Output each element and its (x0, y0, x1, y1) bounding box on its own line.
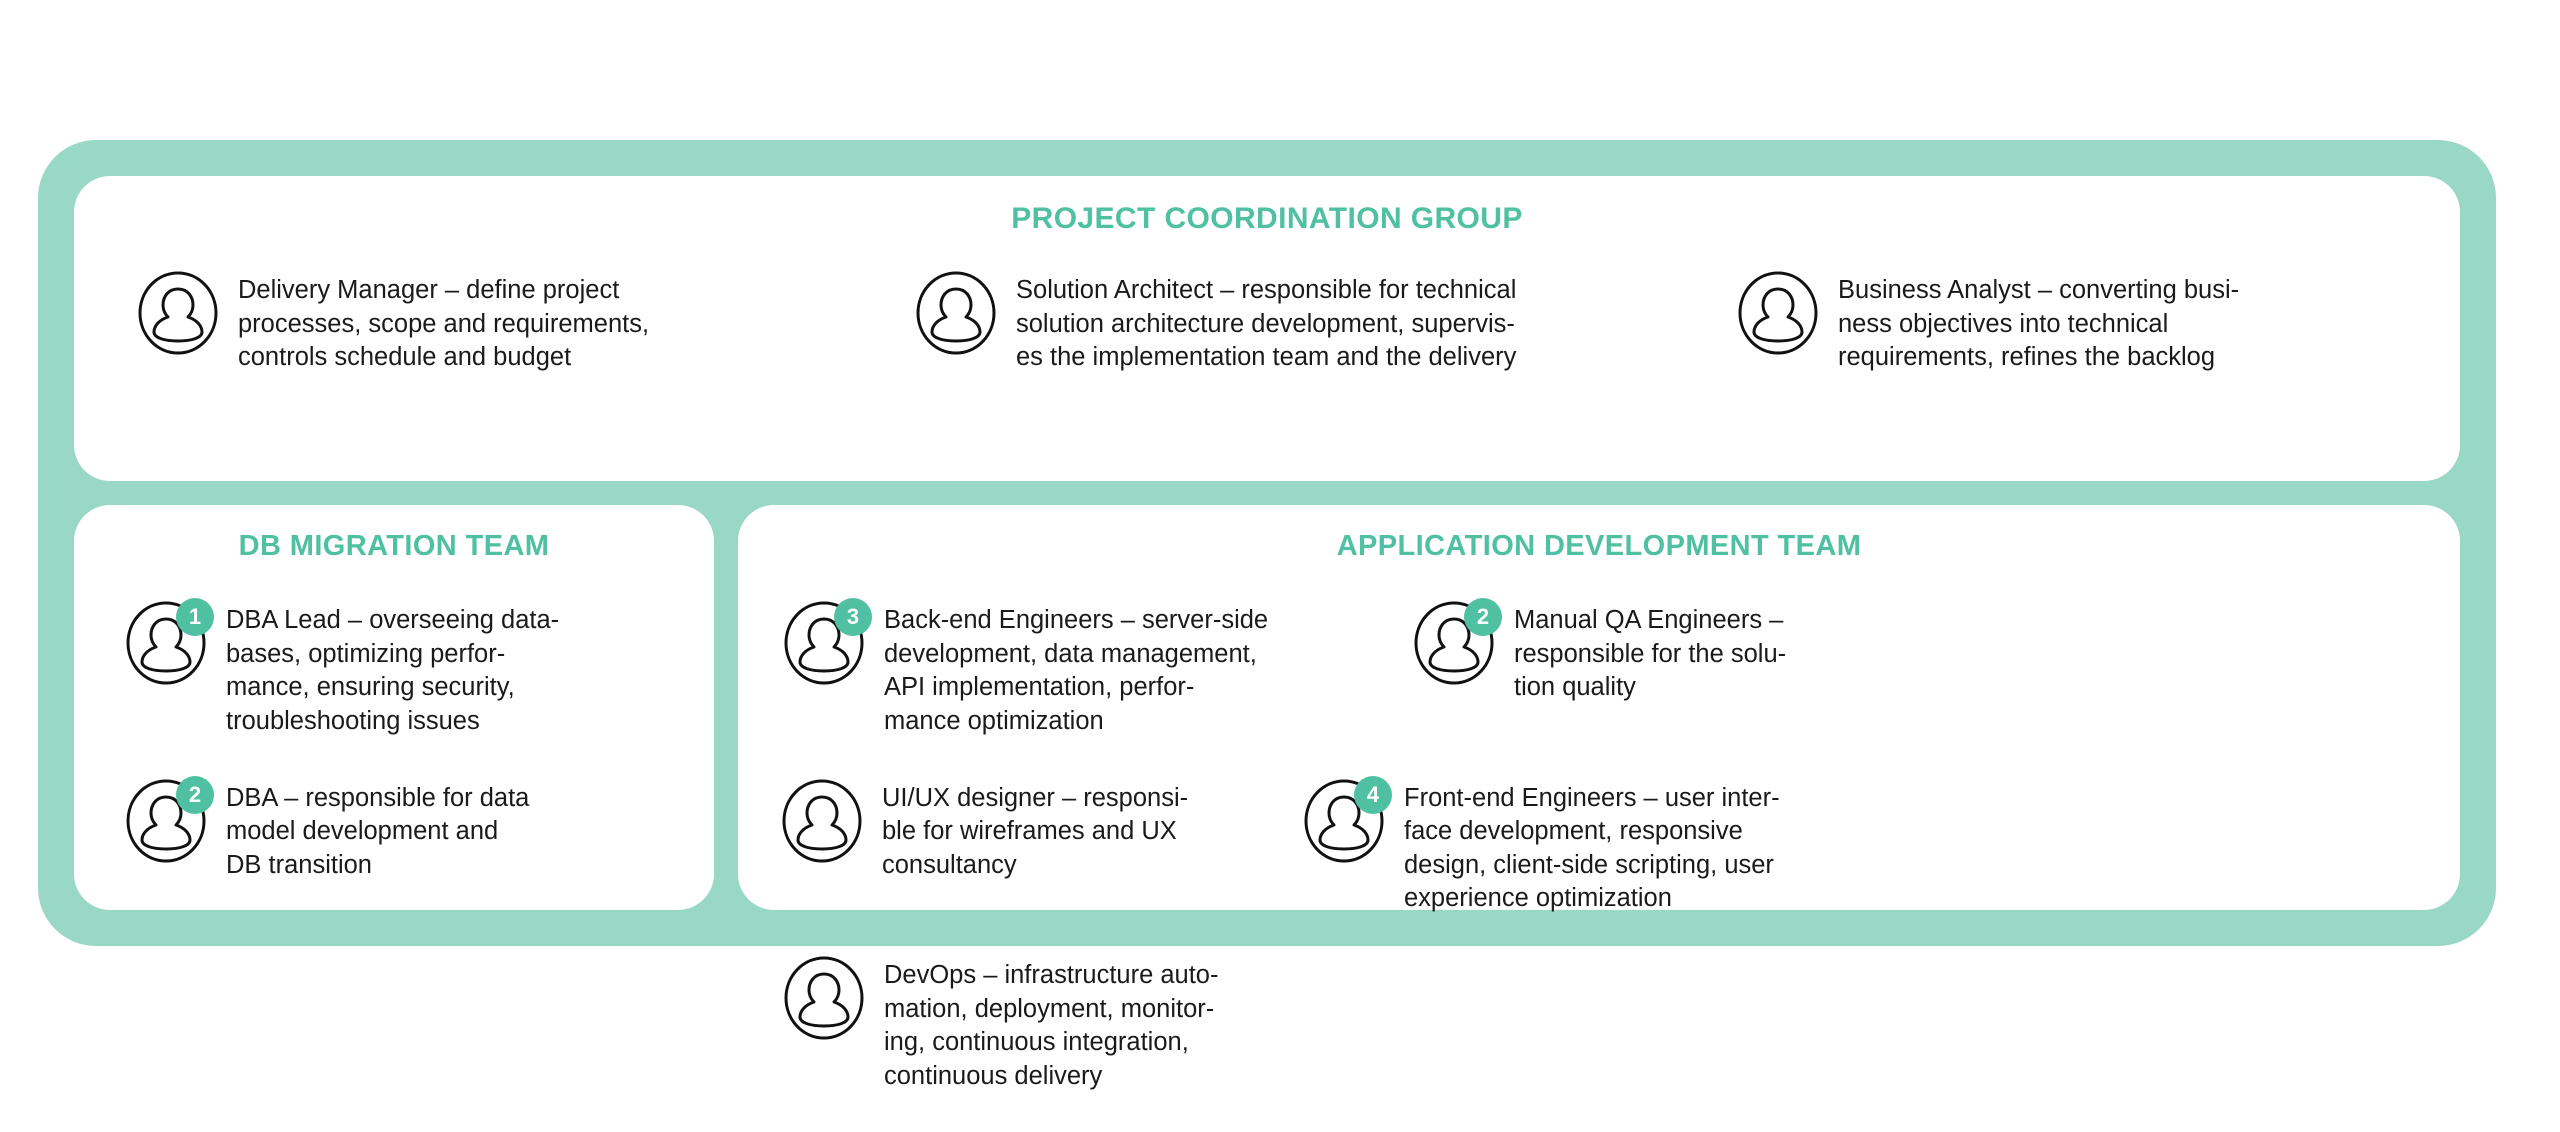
role-solution-architect: Solution Architect – responsible for tec… (894, 269, 1714, 375)
db-migration-team-title: DB MIGRATION TEAM (238, 530, 550, 562)
headcount-badge: 1 (176, 597, 214, 636)
role-slot-empty (1307, 954, 1827, 1094)
user-avatar-icon (1734, 269, 1822, 357)
user-avatar-icon: 4 (1300, 775, 1392, 865)
org-chart-canvas: PROJECT COORDINATION GROUP Delivery Mana… (38, 140, 2496, 1091)
role-description: Delivery Manager – define project proces… (238, 276, 650, 372)
project-coordination-group-title: PROJECT COORDINATION GROUP (1011, 202, 1523, 235)
user-avatar-icon (912, 269, 1000, 357)
role-manual-qa-engineers: 2 Manual QA Engineers – responsible for … (1392, 597, 1937, 739)
role-delivery-manager: Delivery Manager – define project proces… (104, 269, 894, 375)
project-coordination-group-card: PROJECT COORDINATION GROUP Delivery Mana… (74, 176, 2460, 481)
role-description: Manual QA Engineers – responsible for th… (1514, 605, 1787, 702)
role-description: Business Analyst – converting busi- ness… (1838, 276, 2240, 372)
role-description: UI/UX designer – responsi- ble for wiref… (882, 783, 1189, 879)
db-migration-roles: 1 DBA Lead – overseeing data- bases, opt… (98, 597, 690, 883)
application-development-roles: 3 Back-end Engineers – server-side devel… (762, 597, 2436, 1132)
coordination-roles-row: Delivery Manager – define project proces… (104, 269, 2430, 375)
user-avatar-icon (778, 777, 866, 865)
headcount-badge: 3 (834, 597, 872, 636)
user-avatar-icon (780, 954, 868, 1042)
db-migration-team-card: DB MIGRATION TEAM 1 DBA Lead – overseein… (74, 505, 714, 910)
frame-inner: PROJECT COORDINATION GROUP Delivery Mana… (74, 176, 2460, 1090)
user-avatar-icon (134, 269, 222, 357)
org-structure-frame: PROJECT COORDINATION GROUP Delivery Mana… (38, 140, 2496, 1090)
application-development-team-title: APPLICATION DEVELOPMENT TEAM (1336, 530, 1862, 562)
headcount-badge: 2 (176, 775, 214, 814)
role-description: DBA Lead – overseeing data- bases, optim… (226, 605, 560, 735)
user-avatar-icon: 2 (1410, 597, 1502, 687)
application-development-team-card: APPLICATION DEVELOPMENT TEAM 3 Back-end … (738, 505, 2460, 1090)
role-description: Solution Architect – responsible for tec… (1016, 276, 1517, 372)
role-description: Back-end Engineers – server-side develop… (884, 605, 1269, 735)
user-avatar-icon: 2 (122, 775, 214, 865)
headcount-badge: 2 (1464, 597, 1502, 636)
role-dba: 2 DBA – responsible for data model devel… (98, 775, 690, 883)
role-business-analyst: Business Analyst – converting busi- ness… (1714, 269, 2414, 375)
headcount-badge: 4 (1354, 775, 1392, 814)
role-dba-lead: 1 DBA Lead – overseeing data- bases, opt… (98, 597, 690, 739)
role-uiux-designer: UI/UX designer – responsi- ble for wiref… (762, 777, 1282, 917)
role-devops: DevOps – infrastructure auto- mation, de… (762, 954, 1307, 1094)
role-description: DevOps – infrastructure auto- mation, de… (884, 961, 1219, 1091)
role-description: DBA – responsible for data model develop… (226, 783, 530, 879)
role-description: Front-end Engineers – user inter- face d… (1404, 783, 1780, 913)
user-avatar-icon: 1 (122, 597, 214, 687)
user-avatar-icon: 3 (780, 597, 872, 687)
role-backend-engineers: 3 Back-end Engineers – server-side devel… (762, 597, 1392, 739)
role-frontend-engineers: 4 Front-end Engineers – user inter- face… (1282, 775, 1912, 917)
